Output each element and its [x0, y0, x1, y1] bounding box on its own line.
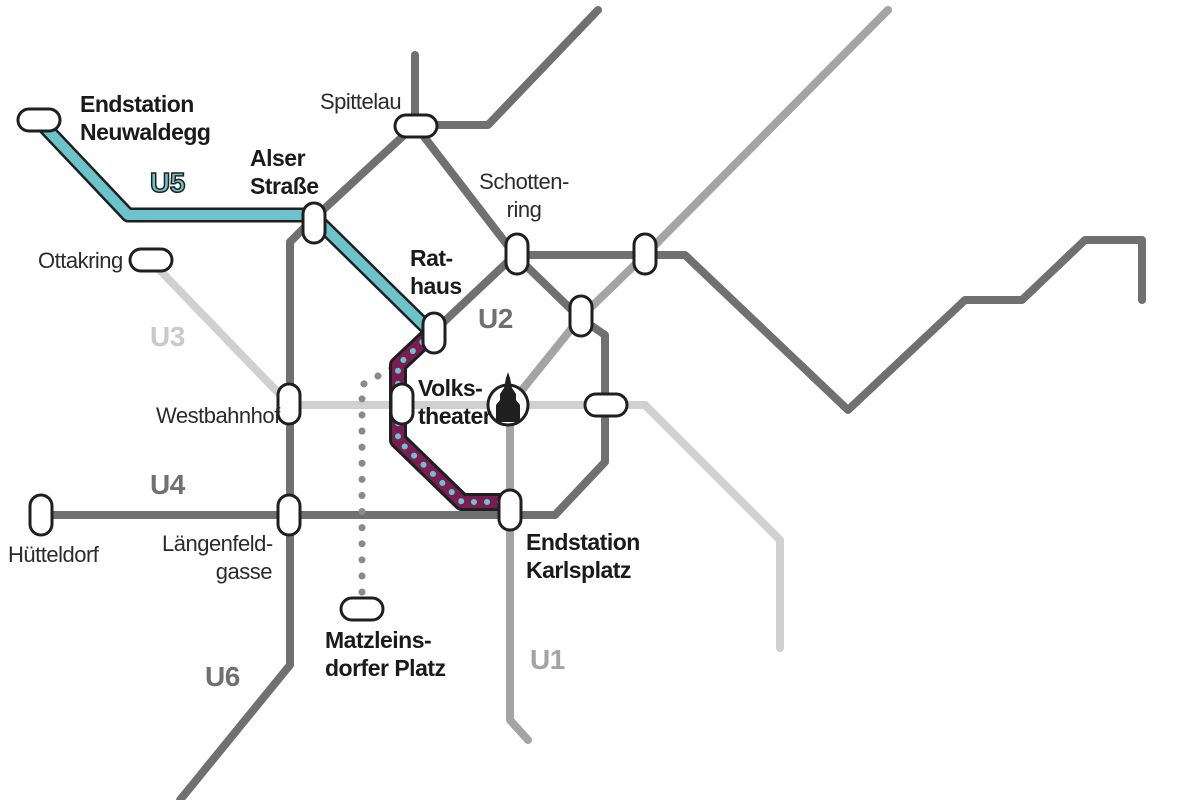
station-ottakring[interactable]: [128, 247, 174, 273]
label-volkstheater: Volks-theater: [418, 375, 492, 429]
stephansdom-icon: [486, 372, 530, 427]
station-alser-strasse[interactable]: [301, 201, 327, 245]
station-rathaus[interactable]: [421, 311, 447, 355]
label-westbahnhof: Westbahnhof: [156, 403, 280, 428]
label-laengenfeldgasse: Längenfeld-gasse: [162, 531, 273, 584]
u1-line: [506, 6, 892, 744]
label-rathaus: Rat-haus: [410, 245, 462, 299]
u3-line: [146, 256, 784, 652]
line-label-u5: U5: [149, 167, 186, 199]
label-ottakring: Ottakring: [38, 248, 123, 273]
station-karlsplatz[interactable]: [497, 488, 523, 532]
station-laengenfeldgasse[interactable]: [276, 493, 302, 537]
station-volkstheater[interactable]: [389, 382, 415, 426]
station-huetteldorf[interactable]: [28, 493, 54, 537]
label-spittelau: Spittelau: [320, 89, 402, 114]
line-label-u1: U1: [530, 644, 565, 675]
u5-line: [32, 114, 440, 341]
label-matzleinsdorfer-platz: Matzleins-dorfer Platz: [325, 627, 446, 681]
station-u3-u4-east[interactable]: [583, 392, 629, 418]
line-label-u2: U2: [478, 303, 513, 334]
line-label-u3: U3: [150, 321, 185, 352]
station-neuwaldegg[interactable]: [16, 107, 62, 133]
station-schottenring[interactable]: [504, 232, 530, 276]
station-westbahnhof[interactable]: [276, 382, 302, 426]
line-label-u6: U6: [205, 661, 240, 692]
u2-planned-extension: [358, 364, 396, 604]
station-spittelau[interactable]: [393, 113, 439, 139]
u2-line: [428, 236, 1146, 414]
station-u1-u2-north[interactable]: [632, 232, 658, 276]
station-matzleinsdorfer-platz[interactable]: [339, 596, 385, 622]
u6-line: [176, 51, 419, 800]
station-u1-u4-interchange[interactable]: [568, 294, 594, 338]
line-label-u4: U4: [150, 469, 185, 500]
label-huetteldorf: Hütteldorf: [8, 542, 99, 567]
label-schottenring: Schotten-ring: [479, 169, 569, 222]
